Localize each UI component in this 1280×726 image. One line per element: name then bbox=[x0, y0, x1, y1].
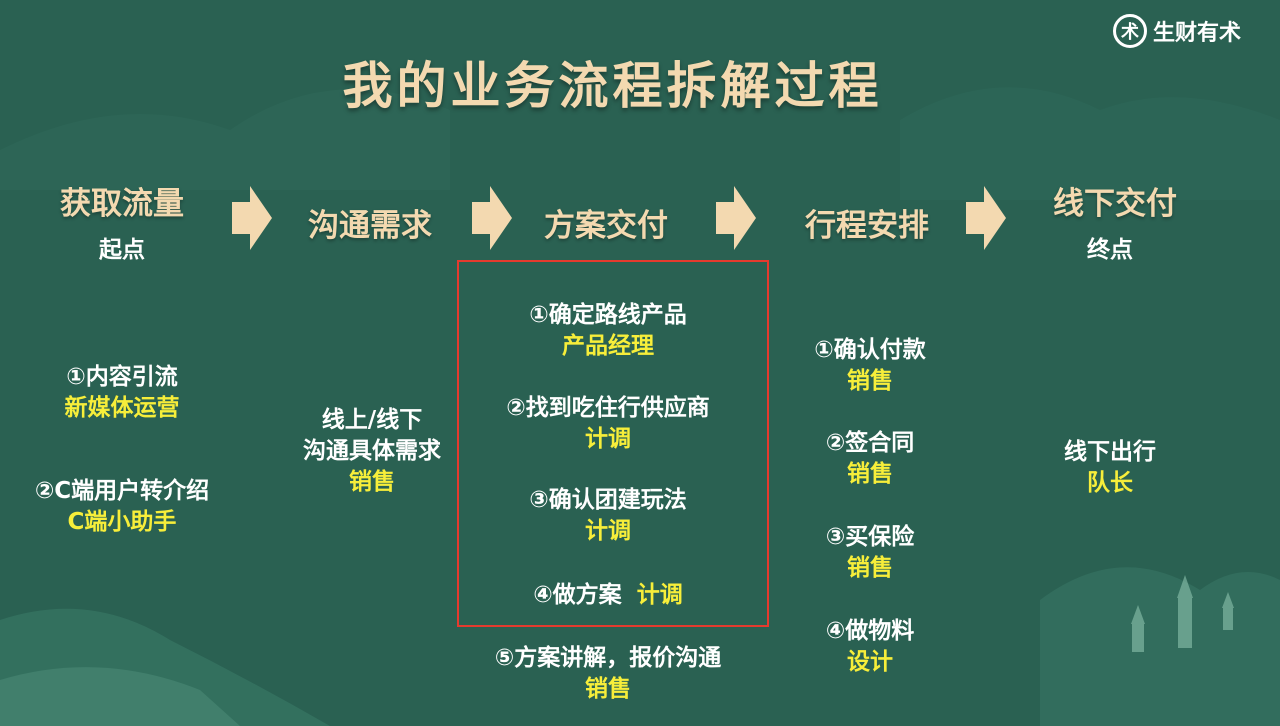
task-label: 沟通具体需求 bbox=[303, 438, 441, 464]
stage-itinerary: 行程安排 bbox=[805, 208, 929, 244]
task-label: ④做物料 bbox=[825, 618, 915, 644]
owner-label: 计调 bbox=[636, 582, 683, 608]
highlight-box bbox=[457, 260, 769, 627]
page-title: 我的业务流程拆解过程 bbox=[342, 57, 883, 115]
owner-label: 队长 bbox=[1087, 470, 1133, 496]
owner-label: 产品经理 bbox=[562, 333, 654, 359]
task-label: 线下出行 bbox=[1064, 439, 1156, 465]
col4-item: ④做物料 设计 bbox=[720, 616, 1020, 678]
arrow-right-icon bbox=[472, 186, 512, 250]
col3-item: ①确定路线产品 产品经理 bbox=[458, 300, 758, 362]
owner-label: 销售 bbox=[847, 368, 893, 394]
task-label: ②C端用户转介绍 bbox=[34, 478, 210, 504]
owner-label: 新媒体运营 bbox=[64, 395, 180, 421]
arrow-right-icon bbox=[232, 186, 272, 250]
stage-start-label: 起点 bbox=[99, 237, 145, 263]
task-label: ①确认付款 bbox=[814, 337, 926, 363]
owner-label: 销售 bbox=[585, 676, 631, 702]
arrow-right-icon bbox=[716, 186, 756, 250]
col4-item: ①确认付款 销售 bbox=[720, 335, 1020, 397]
col3-item: ⑤方案讲解，报价沟通 销售 bbox=[458, 643, 758, 705]
stage-end-label: 终点 bbox=[1087, 237, 1133, 263]
stage-communicate-needs: 沟通需求 bbox=[308, 208, 432, 244]
owner-label: 计调 bbox=[585, 426, 631, 452]
col4-item: ②签合同 销售 bbox=[720, 428, 1020, 490]
col2-item: 线上/线下 沟通具体需求 销售 bbox=[222, 405, 522, 498]
task-label: ②找到吃住行供应商 bbox=[506, 395, 710, 421]
task-label: ①确定路线产品 bbox=[529, 302, 687, 328]
task-label: ⑤方案讲解，报价沟通 bbox=[494, 645, 722, 671]
owner-label: 销售 bbox=[349, 469, 395, 495]
owner-label: 销售 bbox=[847, 461, 893, 487]
owner-label: 计调 bbox=[585, 518, 631, 544]
logo-text: 生财有术 bbox=[1153, 21, 1242, 46]
task-label: ③买保险 bbox=[825, 524, 915, 550]
col1-item: ①内容引流 新媒体运营 bbox=[0, 362, 272, 424]
stage-offline-delivery: 线下交付 bbox=[1053, 186, 1177, 222]
owner-label: 销售 bbox=[847, 555, 893, 581]
col3-item: ④做方案 计调 bbox=[458, 580, 758, 612]
col5-item: 线下出行 队长 bbox=[960, 437, 1260, 499]
arrow-right-icon bbox=[966, 186, 1006, 250]
task-label: ④做方案 bbox=[533, 582, 622, 608]
task-label: ③确认团建玩法 bbox=[529, 487, 687, 513]
col3-item: ③确认团建玩法 计调 bbox=[458, 485, 758, 547]
col3-item: ②找到吃住行供应商 计调 bbox=[458, 393, 758, 455]
brand-logo: 术 生财有术 bbox=[1113, 14, 1241, 48]
owner-label: 设计 bbox=[847, 649, 893, 675]
task-label: ①内容引流 bbox=[66, 364, 178, 390]
task-label: 线上/线下 bbox=[321, 407, 423, 433]
owner-label: C端小助手 bbox=[67, 509, 177, 535]
stage-solution-delivery: 方案交付 bbox=[544, 208, 668, 244]
stage-acquire-traffic: 获取流量 bbox=[60, 186, 184, 222]
logo-icon: 术 bbox=[1113, 14, 1147, 48]
task-label: ②签合同 bbox=[825, 430, 915, 456]
col4-item: ③买保险 销售 bbox=[720, 522, 1020, 584]
col1-item: ②C端用户转介绍 C端小助手 bbox=[0, 476, 272, 538]
